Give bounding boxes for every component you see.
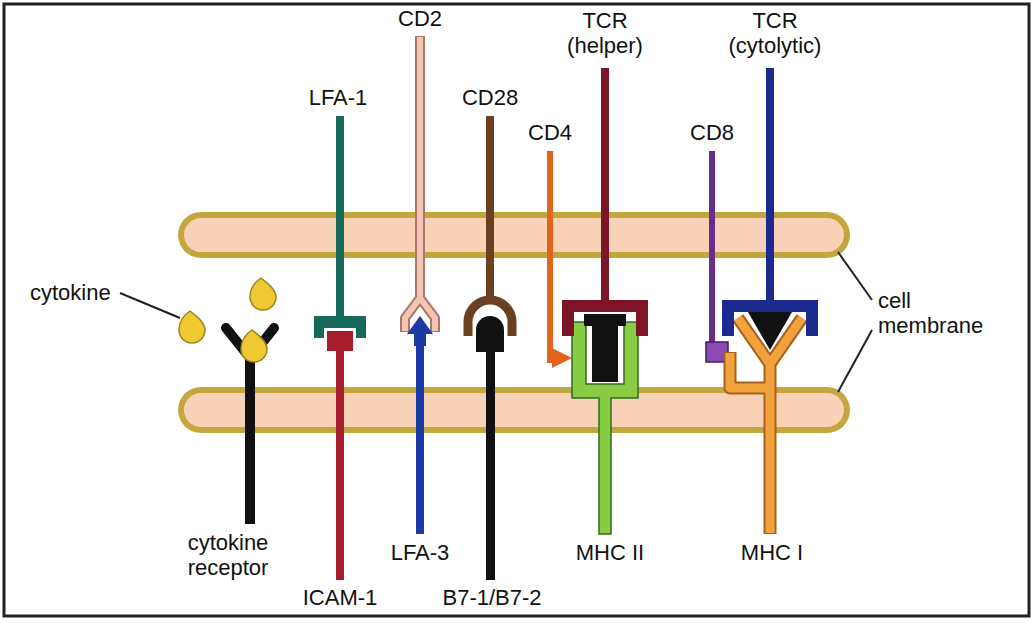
- molecule-label: CD4: [528, 120, 572, 145]
- cytokine-label: cytokine: [30, 280, 111, 305]
- b7-head: [476, 316, 504, 352]
- peptide-block: [584, 314, 626, 382]
- cd2-outline: [405, 36, 435, 332]
- mhc1-outline: [730, 318, 802, 534]
- tcr-cytolytic-stem: [766, 68, 774, 302]
- molecule-label: MHC II: [576, 540, 644, 565]
- tcr-helper-stem: [601, 68, 609, 302]
- b7-stem: [486, 350, 495, 580]
- molecule-label: B7-1/B7-2: [442, 585, 541, 610]
- membrane-inner: [184, 393, 844, 427]
- receptor-stem: [245, 356, 255, 524]
- molecule-label: CD28: [462, 85, 518, 110]
- icam1-head: [327, 331, 353, 351]
- membrane-label: cell membrane: [878, 288, 988, 339]
- molecule-label: ICAM-1: [303, 585, 378, 610]
- lfa3-head: [407, 316, 433, 346]
- leader-line: [838, 252, 872, 300]
- molecule-label: TCR (cytolytic): [715, 8, 835, 59]
- leader-line: [838, 330, 872, 392]
- cytokine-drop: [179, 311, 205, 343]
- cd4-stem: [547, 151, 553, 363]
- cd28-stem: [486, 116, 494, 302]
- cd8-stem: [709, 151, 715, 345]
- leader-line: [120, 293, 180, 318]
- icam1-stem: [336, 349, 344, 580]
- membrane-inner: [184, 218, 844, 252]
- molecule-label: LFA-1: [309, 85, 368, 110]
- lfa1-stem: [336, 116, 344, 320]
- molecule-label: MHC I: [741, 540, 803, 565]
- molecule-label: LFA-3: [391, 540, 450, 565]
- cd4-tip: [552, 348, 572, 368]
- mhc1-molecule: [730, 318, 802, 533]
- peptide-triangle: [748, 312, 792, 350]
- lfa3-stem: [416, 344, 424, 534]
- membrane-outer: [178, 212, 850, 258]
- cd2-molecule: [405, 37, 435, 331]
- molecule-label: cytokine receptor: [178, 530, 278, 581]
- molecule-label: TCR (helper): [545, 8, 665, 59]
- molecule-label: CD8: [690, 120, 734, 145]
- cytokine-drop: [241, 330, 267, 362]
- figure-frame: [4, 4, 1029, 616]
- cytokine-drop: [250, 278, 276, 310]
- molecule-label: CD2: [398, 6, 442, 31]
